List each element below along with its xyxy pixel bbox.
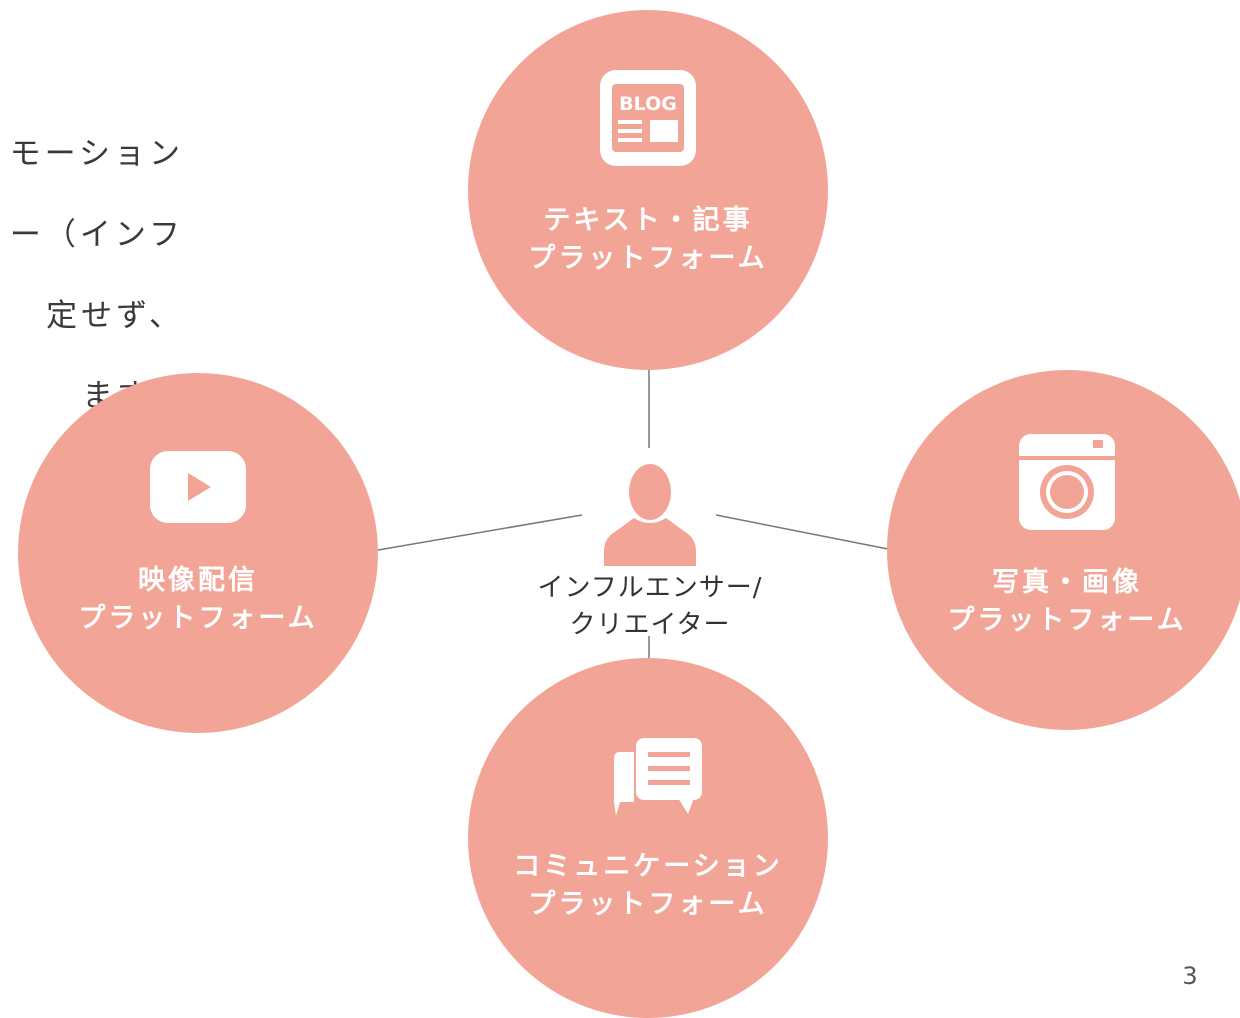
connector-left [377,514,583,551]
page-number: 3 [1182,962,1198,990]
connector-right [715,514,889,550]
platform-label-line1: コミュニケーション [513,851,783,882]
platform-label-line1: テキスト・記事 [543,205,753,236]
platform-label: 映像配信 プラットフォーム [18,562,378,638]
platform-label: 写真・画像 プラットフォーム [887,564,1240,640]
center-label-line2: クリエイター [569,610,731,640]
platform-label: テキスト・記事 プラットフォーム [468,202,828,278]
camera-icon [1019,434,1115,530]
person-silhouette-icon [604,464,696,566]
influencer-creator-node: インフルエンサー/ クリエイター [510,462,790,662]
platform-label: コミュニケーション プラットフォーム [468,848,828,924]
platform-label-line2: プラットフォーム [947,605,1187,636]
text-article-platform-node: BLOG テキスト・記事 プラットフォーム [468,10,828,370]
intro-text-line: 定せず、 [46,298,184,334]
intro-text-line: ー（インフ [9,217,184,253]
blog-icon: BLOG [600,70,696,166]
intro-text-line: モーション [9,136,184,172]
platform-label-line1: 写真・画像 [992,567,1142,598]
chat-bubbles-icon [614,738,702,816]
platform-label-line1: 映像配信 [138,565,258,596]
photo-image-platform-node: 写真・画像 プラットフォーム [887,370,1240,730]
communication-platform-node: コミュニケーション プラットフォーム [468,658,828,1018]
center-label: インフルエンサー/ クリエイター [510,570,790,644]
video-play-icon [150,451,246,523]
platform-label-line2: プラットフォーム [528,889,768,920]
center-label-line1: インフルエンサー/ [537,573,763,603]
video-platform-node: 映像配信 プラットフォーム [18,373,378,733]
platform-label-line2: プラットフォーム [78,603,318,634]
blog-icon-text: BLOG [619,93,677,115]
platform-label-line2: プラットフォーム [528,243,768,274]
